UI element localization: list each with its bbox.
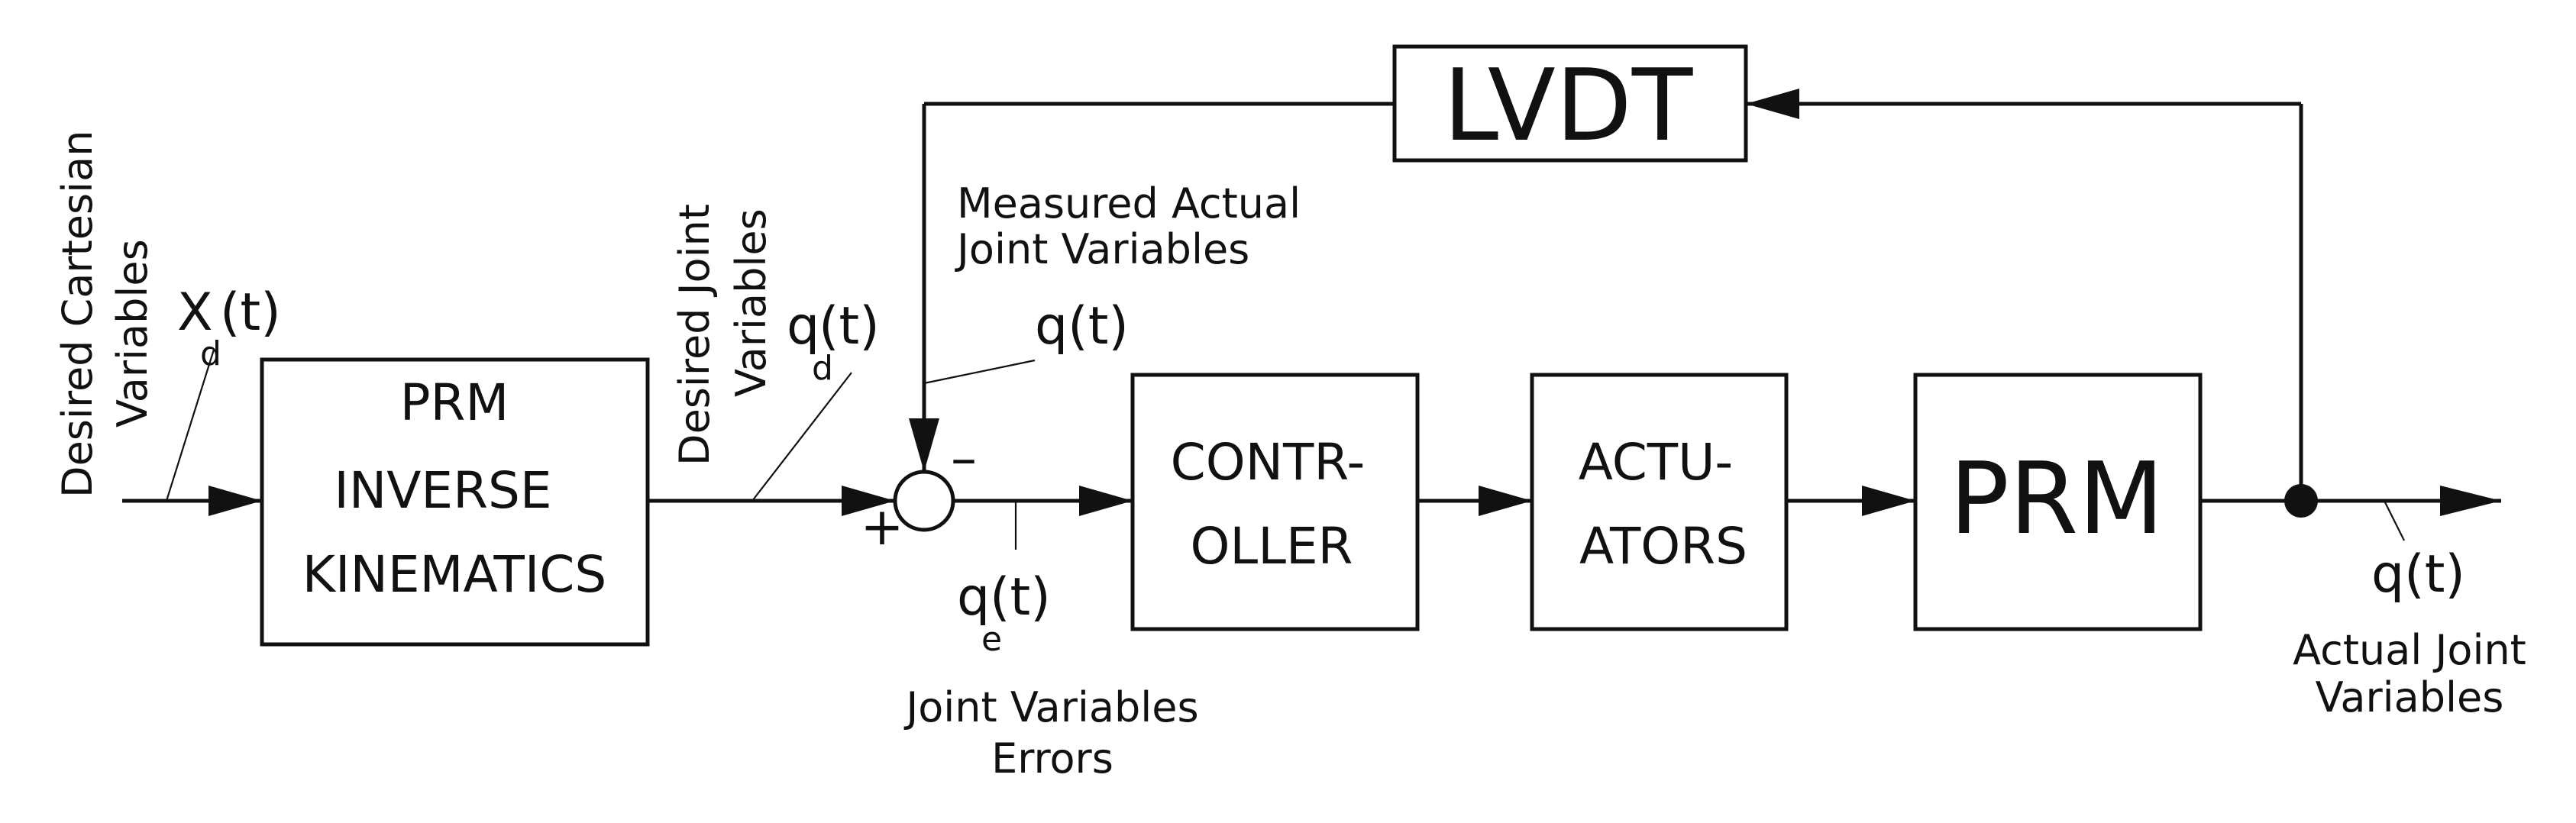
measured-label-1: Measured Actual [957, 179, 1301, 228]
measured-leader [923, 359, 1036, 385]
desired-cartesian-label-2: Variables [108, 239, 157, 428]
lvdt-label: LVDT [1443, 47, 1693, 163]
controller-input-arrow [1079, 486, 1133, 516]
actuators-block [1530, 373, 1789, 631]
controller-line-1: CONTR- [1171, 433, 1366, 492]
qe-subscript: e [981, 620, 1002, 659]
measured-symbol: q(t) [1035, 296, 1129, 357]
sum-minus-sign: – [951, 428, 977, 489]
output-arrow [2440, 486, 2501, 516]
desired-joint-label-2: Variables [727, 208, 775, 397]
qe-symbol: q [957, 567, 990, 628]
error-label-1: Joint Variables [903, 683, 1198, 731]
actuators-input-arrow [1479, 486, 1532, 516]
measured-label-2: Joint Variables [955, 225, 1249, 273]
inverse-kinematics-line-3: KINEMATICS [302, 545, 607, 604]
sum-plus-sign: + [861, 497, 904, 557]
inverse-kinematics-block [260, 357, 650, 647]
lvdt-block [1392, 44, 1748, 163]
qd-symbol: q [787, 296, 819, 357]
error-label-2: Errors [991, 734, 1113, 783]
actual-label-1: Actual Joint [2293, 626, 2526, 674]
xd-symbol: X [177, 282, 213, 343]
prm-input-arrow [1862, 486, 1915, 516]
lvdt-input-arrow [1746, 89, 1799, 119]
prm-label: PRM [1950, 441, 2164, 557]
actuators-line-2: ATORS [1579, 517, 1747, 576]
qd-subscript: d [812, 349, 833, 388]
prm-block [1913, 373, 2203, 631]
qd-arg: (t) [819, 296, 880, 357]
actuators-line-1: ACTU- [1579, 433, 1734, 492]
sum-input-arrow [842, 486, 895, 516]
controller-line-2: OLLER [1190, 517, 1353, 576]
sum-feedback-arrow [909, 418, 939, 472]
qe-arg: (t) [990, 567, 1051, 628]
xd-leader [165, 349, 215, 502]
input-arrow [208, 486, 262, 516]
inverse-kinematics-line-1: PRM [400, 373, 509, 432]
xd-arg: (t) [220, 282, 281, 343]
desired-cartesian-label-1: Desired Cartesian [53, 131, 102, 498]
qd-leader [751, 372, 852, 502]
controller-block [1130, 373, 1420, 631]
inverse-kinematics-line-2: INVERSE [334, 461, 551, 520]
actual-symbol: q(t) [2371, 544, 2465, 605]
desired-joint-label-1: Desired Joint [671, 204, 719, 466]
xd-subscript: d [200, 334, 221, 373]
actual-label-2: Variables [2316, 673, 2504, 721]
actual-leader [2384, 500, 2405, 541]
